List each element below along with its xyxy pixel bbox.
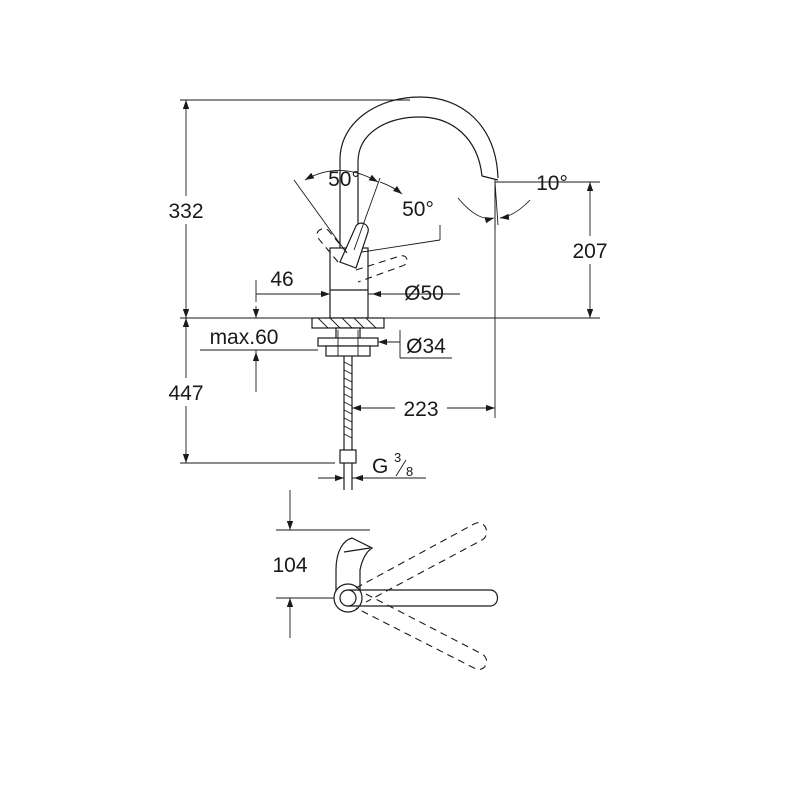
dim-lever-clearance: 104 <box>272 554 307 577</box>
lever-angle-arc-left <box>304 170 379 183</box>
lever-handle <box>339 222 369 269</box>
dim-mount-thickness: max.60 <box>210 326 279 349</box>
mounting-nut <box>325 345 371 357</box>
dim-thread-denominator: 8 <box>406 464 413 479</box>
dim-lever-angle-left: 50° <box>328 168 360 191</box>
top-view: 104 <box>272 490 499 670</box>
spout-inner-curve <box>357 116 483 250</box>
mounting-assembly <box>311 317 385 357</box>
dim-body-diameter: Ø50 <box>404 282 444 305</box>
dim-lever-angle-right: 50° <box>402 198 434 221</box>
top-view-spout <box>348 589 499 607</box>
dim-overall-height: 332 <box>168 200 203 223</box>
spout-tilt-arc-left <box>457 197 495 224</box>
dim-spout-height: 207 <box>572 240 607 263</box>
dim-hose-length: 447 <box>168 382 203 405</box>
lever-angle-line-right <box>361 239 441 253</box>
top-view-spout-swivel-right <box>355 593 488 670</box>
spout-axis-tilted <box>494 181 499 226</box>
spout-outer-curve <box>339 96 499 250</box>
spout-outlet <box>481 175 499 181</box>
dim-spout-reach: 223 <box>403 398 438 421</box>
dim-thread-numerator: 3 <box>394 450 401 465</box>
dim-body-offset: 46 <box>270 268 293 291</box>
dim-mount-diameter: Ø34 <box>406 335 446 358</box>
dim-spout-tilt: 10° <box>536 172 568 195</box>
lever-position-left <box>316 228 349 263</box>
supply-hose <box>339 356 357 490</box>
mounting-washer <box>317 337 379 347</box>
spout-tilt-arc-right <box>499 199 531 220</box>
lever-angle-line-left <box>293 179 347 253</box>
top-view-body-inner <box>339 589 357 607</box>
hose-fitting <box>339 449 357 464</box>
side-view: 332 447 207 50° 50° 10° 46 Ø50 max.60 Ø3… <box>160 96 618 490</box>
lever-angle-arc-right <box>379 181 403 195</box>
lever-angle-line-center <box>353 177 381 251</box>
dim-thread-prefix: G <box>372 455 388 478</box>
lever-position-right <box>355 255 408 283</box>
top-view-spout-swivel-left <box>355 522 488 603</box>
top-view-lever <box>335 537 374 593</box>
